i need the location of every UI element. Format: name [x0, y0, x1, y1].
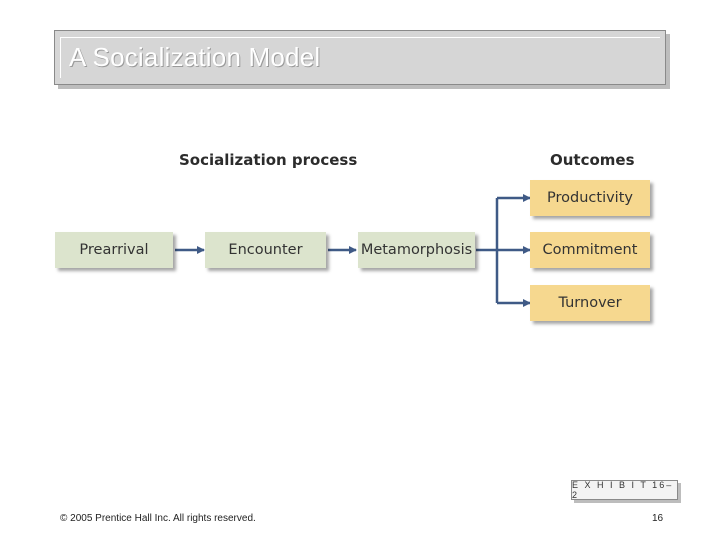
page-number: 16 [652, 513, 664, 524]
title-bar-highlight-left [60, 37, 61, 78]
exhibit-label: E X H I B I T 16–2 [571, 480, 678, 500]
slide-title: A Socialization Model [69, 42, 321, 72]
outcome-turnover: Turnover [530, 285, 650, 321]
process-heading: Socialization process [179, 151, 358, 169]
title-bar-highlight [60, 37, 660, 38]
copyright-notice: © 2005 Prentice Hall Inc. All rights res… [60, 513, 256, 524]
outcomes-heading: Outcomes [550, 151, 635, 169]
title-bar: A Socialization Model [54, 30, 666, 85]
outcome-commitment: Commitment [530, 232, 650, 268]
outcome-productivity: Productivity [530, 180, 650, 216]
step-prearrival: Prearrival [55, 232, 173, 268]
step-encounter: Encounter [205, 232, 326, 268]
step-metamorphosis: Metamorphosis [358, 232, 475, 268]
